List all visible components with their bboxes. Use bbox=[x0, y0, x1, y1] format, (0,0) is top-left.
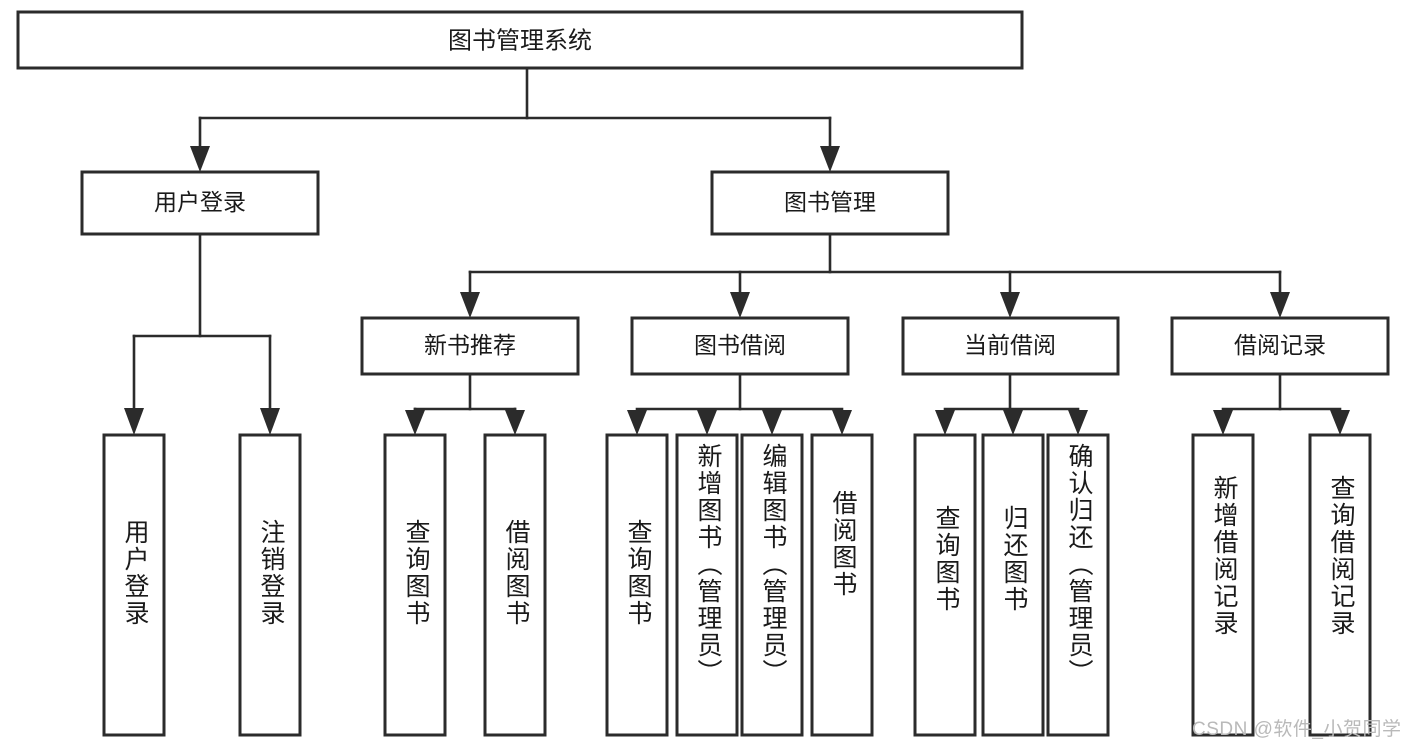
node-borrow-record-box[interactable] bbox=[1170, 316, 1390, 376]
node-leaf-query-borrow-record-box[interactable] bbox=[1308, 433, 1372, 737]
node-book-borrow-label: 图书借阅 bbox=[694, 332, 786, 358]
node-leaf-return-book-box[interactable] bbox=[981, 433, 1045, 737]
arrow-borrow-record bbox=[1270, 292, 1290, 318]
arrow-leaf-query-book-3 bbox=[935, 410, 955, 435]
node-root[interactable]: 图书管理系统 bbox=[16, 10, 1024, 70]
node-leaf-add-borrow-record-box[interactable] bbox=[1191, 433, 1255, 737]
node-leaf-confirm-return-admin-box[interactable] bbox=[1046, 433, 1110, 737]
node-borrow-record[interactable]: 借阅记录 bbox=[1170, 316, 1390, 376]
node-leaf-query-book-2-box[interactable] bbox=[605, 433, 669, 737]
arrow-leaf-query-book-2 bbox=[627, 410, 647, 435]
arrow-user-login bbox=[190, 146, 210, 172]
arrow-leaf-return-book bbox=[1003, 410, 1023, 435]
node-book-borrow-box[interactable] bbox=[630, 316, 850, 376]
node-current-borrow-label: 当前借阅 bbox=[964, 332, 1056, 358]
arrow-book-manage bbox=[820, 146, 840, 172]
node-leaf-borrow-book-1-box[interactable] bbox=[483, 433, 547, 737]
node-user-login-box[interactable] bbox=[80, 170, 320, 236]
connector-layer bbox=[124, 66, 1350, 435]
csdn-watermark: CSDN @软件_小贺同学 bbox=[1192, 719, 1402, 740]
node-borrow-record-label: 借阅记录 bbox=[1234, 332, 1326, 358]
node-user-login-label: 用户登录 bbox=[154, 189, 246, 215]
node-book-manage-label: 图书管理 bbox=[784, 189, 876, 215]
arrow-leaf-logout-login bbox=[260, 408, 280, 435]
arrow-leaf-edit-book-admin bbox=[762, 410, 782, 435]
arrow-book-borrow bbox=[730, 292, 750, 318]
node-book-manage-box[interactable] bbox=[710, 170, 950, 236]
arrow-new-book-recommend bbox=[460, 292, 480, 318]
node-new-book-recommend-label: 新书推荐 bbox=[424, 332, 516, 358]
arrow-leaf-add-borrow-record bbox=[1213, 410, 1233, 435]
node-book-manage[interactable]: 图书管理 bbox=[710, 170, 950, 236]
node-book-borrow[interactable]: 图书借阅 bbox=[630, 316, 850, 376]
node-current-borrow[interactable]: 当前借阅 bbox=[901, 316, 1120, 376]
node-root-box[interactable] bbox=[16, 10, 1024, 70]
node-leaf-add-book-admin-box[interactable] bbox=[675, 433, 739, 737]
arrow-leaf-query-borrow-record bbox=[1330, 410, 1350, 435]
node-root-label: 图书管理系统 bbox=[448, 27, 592, 54]
leaf-box-layer bbox=[102, 433, 1372, 737]
arrow-current-borrow bbox=[1000, 292, 1020, 318]
node-new-book-recommend-box[interactable] bbox=[360, 316, 580, 376]
node-leaf-edit-book-admin-box[interactable] bbox=[740, 433, 804, 737]
node-leaf-user-login-box[interactable] bbox=[102, 433, 166, 737]
arrow-leaf-borrow-book-1 bbox=[505, 410, 525, 435]
arrow-leaf-query-book-1 bbox=[405, 410, 425, 435]
node-leaf-query-book-1-box[interactable] bbox=[383, 433, 447, 737]
node-leaf-borrow-book-2-box[interactable] bbox=[810, 433, 874, 737]
arrow-leaf-user-login bbox=[124, 408, 144, 435]
node-current-borrow-box[interactable] bbox=[901, 316, 1120, 376]
arrow-leaf-confirm-return-admin bbox=[1068, 410, 1088, 435]
node-leaf-logout-login-box[interactable] bbox=[238, 433, 302, 737]
node-new-book-recommend[interactable]: 新书推荐 bbox=[360, 316, 580, 376]
arrow-leaf-borrow-book-2 bbox=[832, 410, 852, 435]
node-user-login[interactable]: 用户登录 bbox=[80, 170, 320, 236]
node-leaf-query-book-3-box[interactable] bbox=[913, 433, 977, 737]
arrow-leaf-add-book-admin bbox=[697, 410, 717, 435]
